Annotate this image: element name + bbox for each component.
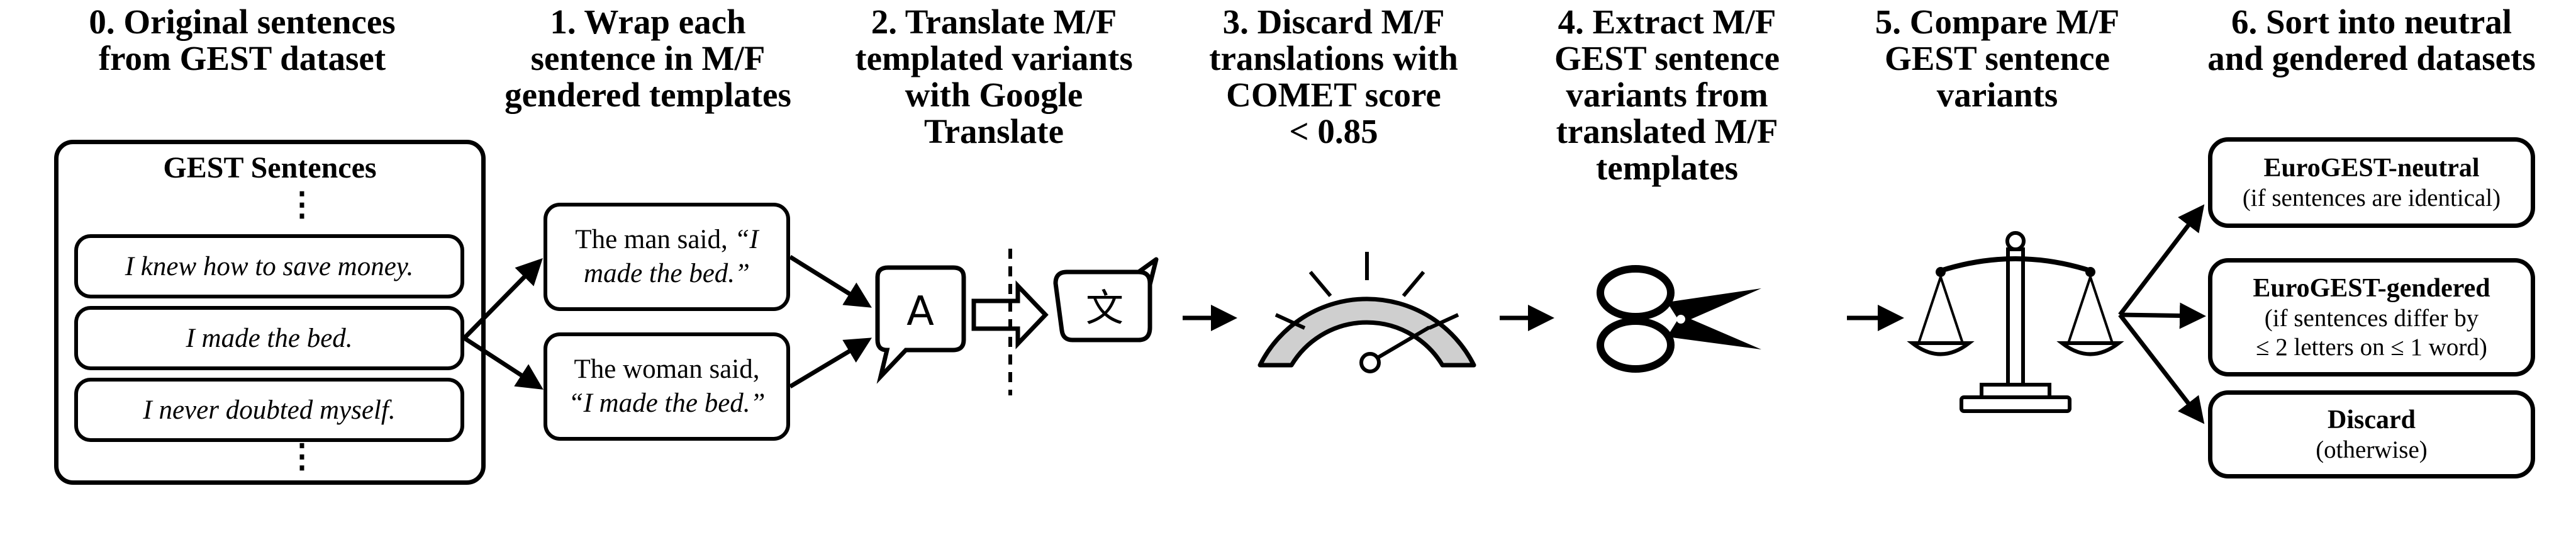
discard-box: Discard (otherwise): [2208, 390, 2535, 478]
discard-title: Discard: [2328, 405, 2416, 434]
eurogest-neutral-desc: (if sentences are identical): [2242, 184, 2501, 212]
eurogest-neutral-title: EuroGEST-neutral: [2263, 154, 2480, 183]
eurogest-gendered-desc-1: (if sentences differ by: [2264, 305, 2479, 332]
gest-sentence-selected: I made the bed.: [74, 306, 464, 370]
eurogest-gendered-desc-2: ≤ 2 letters on ≤ 1 word): [2256, 334, 2487, 361]
eurogest-gendered-title: EuroGEST-gendered: [2253, 274, 2490, 303]
ellipsis-top: ⋮: [286, 187, 318, 223]
discard-desc: (otherwise): [2316, 436, 2428, 463]
ellipsis-bottom: ⋮: [286, 439, 318, 475]
translate-target-glyph: 文: [1086, 286, 1124, 331]
female-template-line-2: “I made the bed.”: [568, 388, 766, 418]
step-3-title: 3. Discard M/F translations with COMET s…: [1209, 3, 1458, 150]
gauge-hub: [1359, 352, 1381, 373]
gest-sentence: I never doubted myself.: [74, 378, 464, 442]
gest-sentence: I knew how to save money.: [74, 234, 464, 298]
gauge-arc: [1257, 297, 1476, 368]
step-5-title: 5. Compare M/F GEST sentence variants: [1875, 3, 2120, 114]
arrow-to-discard: [2118, 313, 2205, 424]
arrow-to-female-template: [463, 336, 544, 390]
scissors-icon: [1597, 265, 1761, 373]
female-template-box: The woman said, “I made the bed.”: [544, 332, 790, 441]
scales-icon: [1907, 231, 2124, 413]
arrow-female-to-translate: [789, 337, 873, 389]
translate-source-bubble: [875, 265, 966, 384]
step-0-title: 0. Original sentences from GEST dataset: [89, 3, 396, 77]
arrow-to-gendered: [2119, 302, 2206, 329]
eurogest-neutral-box: EuroGEST-neutral (if sentences are ident…: [2208, 137, 2535, 228]
translate-icon: A 文: [875, 249, 1159, 395]
arrow-to-male-template: [462, 258, 543, 340]
step-1-title: 1. Wrap each sentence in M/F gendered te…: [505, 3, 791, 114]
male-template-line-1: The man said, “I: [575, 225, 759, 254]
female-template-line-1: The woman said,: [574, 354, 760, 384]
eurogest-gendered-box: EuroGEST-gendered (if sentences differ b…: [2208, 258, 2535, 376]
arrow-male-to-translate: [789, 255, 872, 308]
translate-target-bubble: [1053, 257, 1159, 342]
translate-source-glyph: A: [906, 288, 934, 335]
step-6-title: 6. Sort into neutral and gendered datase…: [2207, 3, 2536, 77]
translate-arrow: [971, 280, 1049, 349]
step-2-title: 2. Translate M/F templated variants with…: [855, 3, 1133, 150]
arrow-to-neutral: [2118, 204, 2205, 317]
gauge-icon: [1257, 252, 1476, 373]
male-template-line-2: made the bed.”: [584, 259, 750, 288]
gest-sentences-title: GEST Sentences: [163, 151, 377, 184]
step-4-title: 4. Extract M/F GEST sentence variants fr…: [1554, 3, 1780, 187]
male-template-box: The man said, “I made the bed.”: [544, 203, 790, 311]
gauge-needle: [1370, 325, 1430, 363]
